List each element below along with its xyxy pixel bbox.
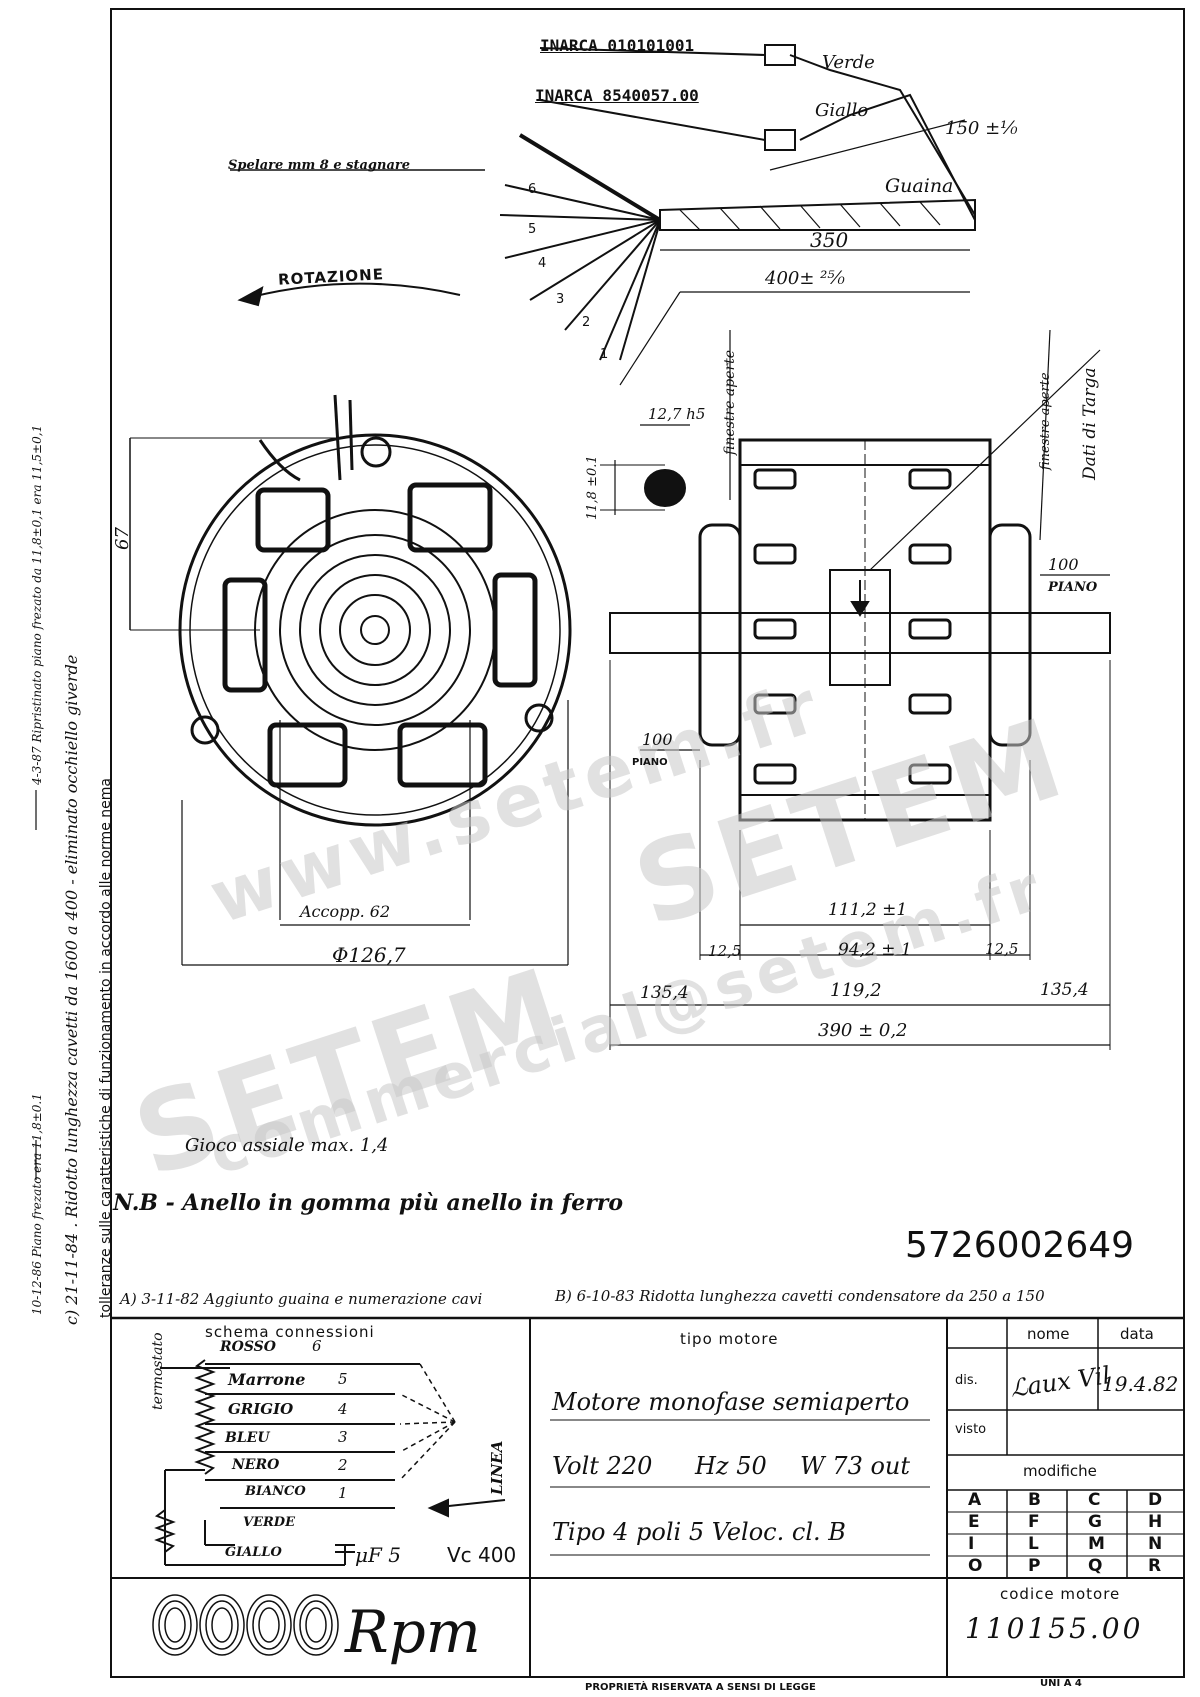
linea-label: LINEA: [488, 1440, 506, 1495]
dis-label: dis.: [955, 1373, 978, 1388]
mod-letter-m: M: [1088, 1534, 1105, 1554]
mod-letter-o: O: [968, 1556, 983, 1576]
wire-bianco: BIANCO: [245, 1484, 306, 1499]
dim-135-4-a: 135,4: [640, 983, 689, 1003]
poles-speeds-class: Tipo 4 poli 5 Veloc. cl. B: [552, 1518, 846, 1546]
dim-135-4-b: 135,4: [1040, 980, 1089, 1000]
wire-giallo: GIALLO: [225, 1545, 282, 1560]
margin-note-3: 10-12-86 Piano frezato era 11,8±0.1: [30, 1093, 44, 1315]
wire-nero-num: 2: [338, 1456, 348, 1474]
dim-12-5-a: 12,5: [708, 942, 742, 960]
mod-letter-n: N: [1148, 1534, 1163, 1554]
wire-num-2: 2: [582, 315, 591, 330]
wire-rosso-num: 6: [312, 1337, 322, 1355]
mod-letter-i: I: [968, 1534, 975, 1554]
dim-94-2: 94,2 ± 1: [838, 940, 912, 960]
wire-num-3: 3: [556, 292, 565, 307]
visto-label: visto: [955, 1422, 987, 1437]
drawing-frame: [110, 8, 1185, 1678]
tipo-motore-header: tipo motore: [680, 1330, 779, 1348]
nb-note: N.B - Anello in gomma più anello in ferr…: [113, 1190, 624, 1216]
mod-letter-d: D: [1148, 1490, 1163, 1510]
wire-num-6: 6: [528, 182, 537, 197]
dim-111-2: 111,2 ±1: [828, 900, 908, 920]
proprieta-label: PROPRIETÀ RISERVATA A SENSI DI LEGGE: [585, 1682, 816, 1693]
modifiche-header: modifiche: [1023, 1462, 1097, 1480]
margin-note-1: 4-3-87 Ripristinato piano frezato da 11,…: [30, 424, 44, 785]
wire-rosso: ROSSO: [220, 1339, 276, 1355]
guaina-label: Guaina: [885, 175, 954, 197]
diameter-label: Φ126,7: [332, 943, 406, 967]
rpm-logo: Rpm: [345, 1598, 481, 1666]
modification-b: B) 6-10-83 Ridotta lunghezza cavetti con…: [555, 1287, 1045, 1305]
giallo-label: Giallo: [815, 100, 869, 121]
capacitor-label: μF 5: [355, 1543, 401, 1567]
mod-letter-p: P: [1028, 1556, 1041, 1576]
dim-11-8: 11,8 ±0.1: [585, 455, 600, 520]
wire-marrone-num: 5: [338, 1370, 348, 1388]
hz-value: Hz 50: [695, 1452, 767, 1480]
dim-67: 67: [112, 527, 133, 550]
watt-value: W 73 out: [800, 1452, 911, 1480]
inarca-1-label: INARCA 010101001: [540, 36, 695, 55]
dim-100-left: 100: [642, 730, 673, 749]
wire-num-4: 4: [538, 256, 547, 271]
gioco-note: Gioco assiale max. 1,4: [185, 1135, 389, 1156]
codice-motore-label: codice motore: [1000, 1585, 1121, 1603]
wire-num-5: 5: [528, 222, 537, 237]
dim-390: 390 ± 0,2: [818, 1020, 908, 1041]
dim-100-top: 100: [1048, 555, 1079, 574]
volt-value: Volt 220: [552, 1452, 653, 1480]
mod-letter-q: Q: [1088, 1556, 1103, 1576]
nome-header: nome: [1027, 1325, 1070, 1343]
tolleranze-note: tolleranze sulle caratteristiche di funz…: [98, 778, 114, 1318]
modification-a: A) 3-11-82 Aggiunto guaina e numerazione…: [120, 1290, 483, 1308]
wire-bleu: BLEU: [225, 1430, 270, 1446]
mod-letter-a: A: [968, 1490, 982, 1510]
uni-a4-label: UNI A 4: [1040, 1678, 1082, 1689]
dati-targa-label: Dati di Targa: [1080, 367, 1100, 480]
vc-label: Vc 400: [447, 1543, 517, 1567]
mod-letter-b: B: [1028, 1490, 1041, 1510]
wire-verde: VERDE: [243, 1515, 295, 1530]
dim-350: 350: [810, 228, 849, 252]
mod-letter-g: G: [1088, 1512, 1102, 1532]
wire-grigio: GRIGIO: [228, 1400, 294, 1418]
finestre-aperte-1: finestre aperte: [722, 349, 738, 455]
wire-marrone: Marrone: [228, 1370, 306, 1389]
wire-num-1: 1: [600, 347, 609, 362]
dim-400: 400± ²⁵⁄₀: [765, 268, 845, 289]
inarca-2-label: INARCA 8540057.00: [535, 86, 699, 105]
accopp-label: Accopp. 62: [300, 902, 391, 921]
dim-12-7: 12,7 h5: [648, 405, 706, 423]
part-number: 5726002649: [905, 1225, 1135, 1266]
schema-title: schema connessioni: [205, 1323, 375, 1341]
piano-left: PIANO: [632, 757, 668, 768]
mod-letter-h: H: [1148, 1512, 1163, 1532]
margin-note-2: c) 21-11-84 . Ridotto lunghezza cavetti …: [62, 654, 81, 1325]
motor-type-line: Motore monofase semiaperto: [552, 1388, 910, 1416]
wire-nero: NERO: [232, 1457, 280, 1473]
wire-bleu-num: 3: [338, 1428, 348, 1446]
piano-top: PIANO: [1048, 580, 1098, 595]
dim-119-2: 119,2: [830, 980, 882, 1001]
mod-letter-f: F: [1028, 1512, 1040, 1532]
finestre-aperte-2: finestre aperte: [1038, 372, 1053, 470]
mod-letter-r: R: [1148, 1556, 1162, 1576]
dim-12-5-b: 12,5: [985, 940, 1019, 958]
data-header: data: [1120, 1325, 1154, 1343]
wire-grigio-num: 4: [338, 1400, 348, 1418]
termostato-label: termostato: [150, 1332, 166, 1410]
codice-motore-value: 110155.00: [965, 1612, 1144, 1645]
mod-letter-l: L: [1028, 1534, 1039, 1554]
wire-bianco-num: 1: [338, 1484, 348, 1502]
verde-label: Verde: [822, 52, 875, 73]
mod-letter-e: E: [968, 1512, 980, 1532]
dim-150: 150 ±¹⁄₀: [945, 118, 1018, 139]
mod-letter-c: C: [1088, 1490, 1101, 1510]
spelare-label: Spelare mm 8 e stagnare: [228, 158, 410, 173]
dis-date: 19.4.82: [1102, 1372, 1179, 1396]
